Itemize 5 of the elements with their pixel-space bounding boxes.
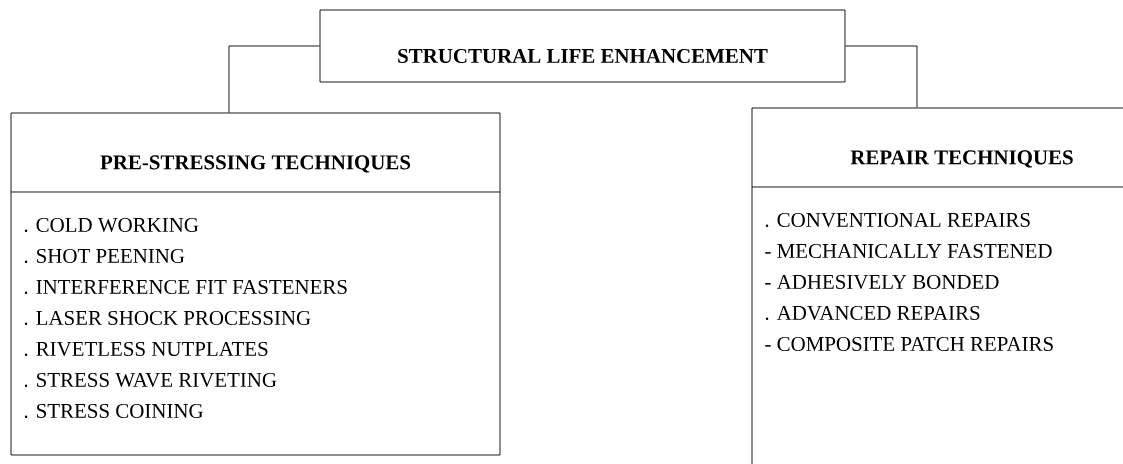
list-box: REPAIR TECHNIQUES . CONVENTIONAL REPAIRS - MECHANICALLY FASTENED - ADHESIVELY BONDED . ADVANCED REPAIRS - COMPOSITE PATCH REPAIRS (751, 107, 1123, 464)
connector-line (228, 45, 320, 113)
title-box: STRUCTURAL LIFE ENHANCEMENT (319, 9, 846, 83)
connector-line (845, 45, 918, 108)
list-box: PRE-STRESSING TECHNIQUES . COLD WORKING . SHOT PEENING . INTERFERENCE FIT FASTENERS . LASER SHOCK PROCESSING . RIVETLESS NUTPLATES . STRESS WAVE RIVETING . STRESS COINING (10, 112, 501, 456)
